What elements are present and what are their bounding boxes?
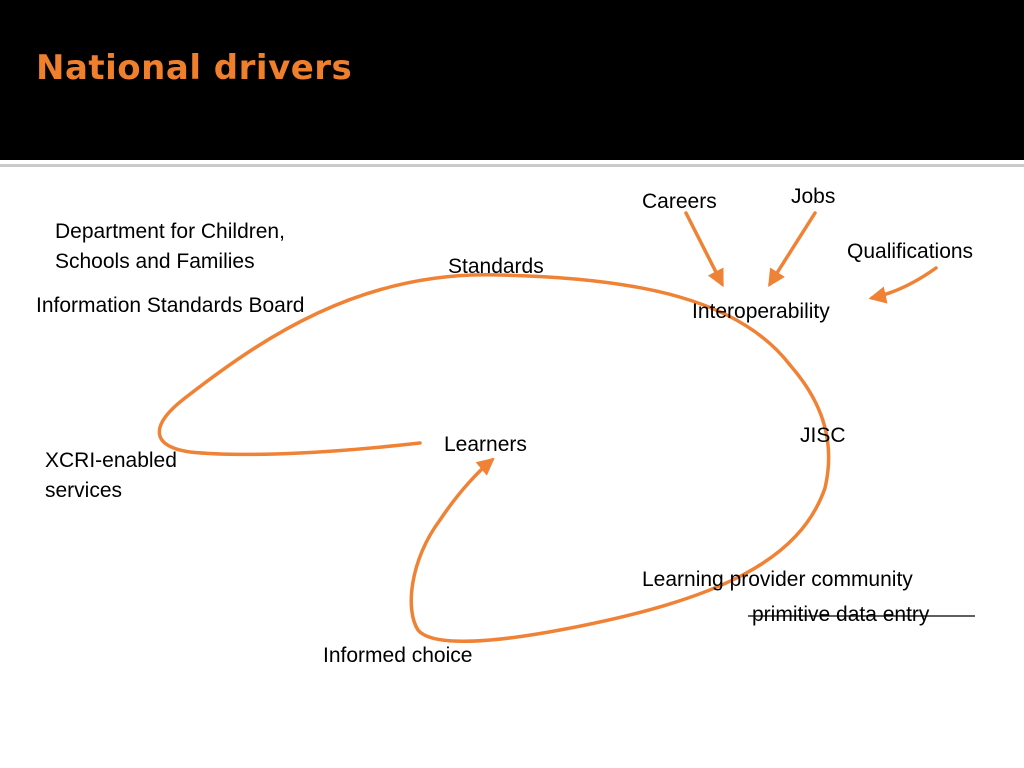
primitive-data-entry-label: primitive data entry — [752, 603, 930, 626]
isb-label: Information Standards Board — [36, 294, 305, 317]
interoperability-label: Interoperability — [692, 300, 830, 323]
standards-label: Standards — [448, 255, 544, 278]
dcsf-label-line2: Schools and Families — [55, 250, 255, 273]
informed-choice-label: Informed choice — [323, 644, 473, 667]
xcri-label-line1: XCRI-enabled — [45, 449, 177, 472]
title-divider — [0, 164, 1024, 167]
slide-title: National drivers — [36, 48, 353, 88]
jobs-label: Jobs — [791, 185, 836, 208]
standards-to-learners-connector — [157, 273, 831, 643]
qualifications-arrow — [868, 266, 938, 304]
jobs-arrow — [768, 211, 817, 287]
careers-arrow — [684, 211, 724, 288]
jisc-label: JISC — [800, 424, 846, 447]
title-bar: National drivers — [0, 0, 1024, 160]
learning-provider-label: Learning provider community — [642, 568, 913, 591]
dcsf-label-line1: Department for Children, — [55, 220, 285, 243]
xcri-label-line2: services — [45, 479, 123, 502]
qualifications-label: Qualifications — [847, 240, 974, 263]
careers-label: Careers — [642, 190, 717, 213]
learners-label: Learners — [444, 433, 527, 456]
